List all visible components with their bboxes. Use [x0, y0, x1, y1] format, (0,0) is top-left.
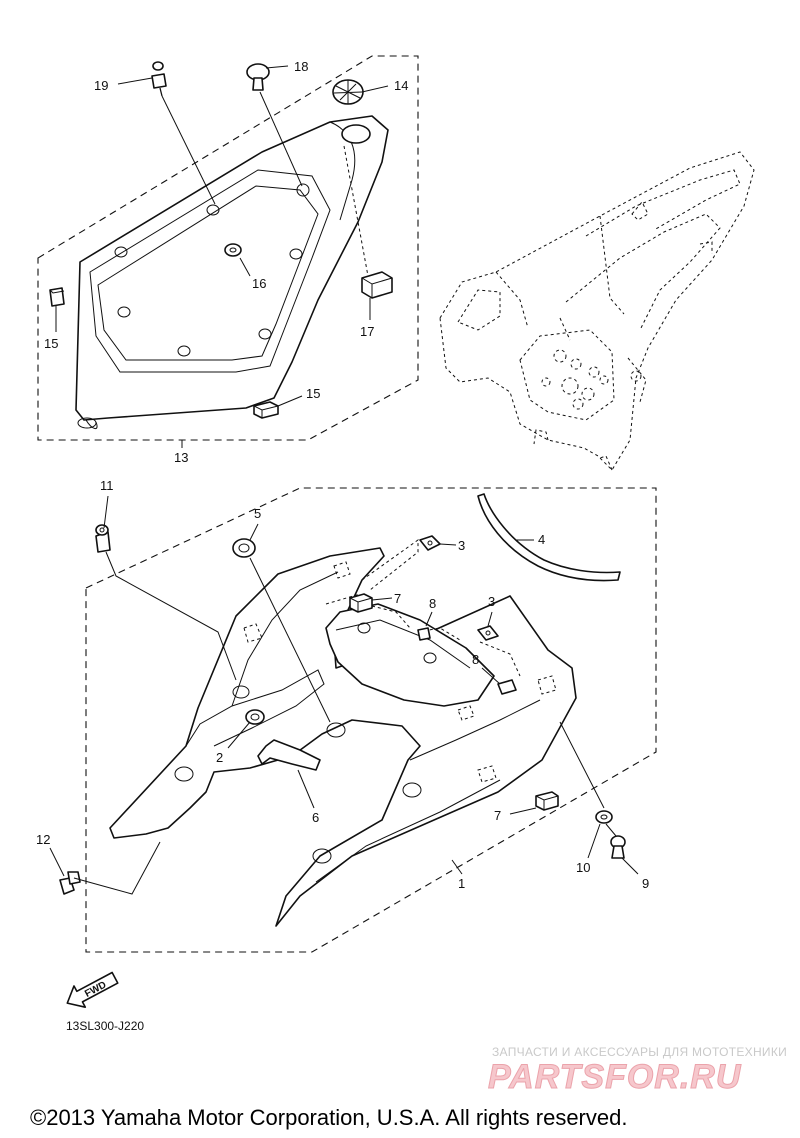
rear-frame-outline	[439, 151, 755, 471]
bolt-11	[95, 524, 111, 553]
watermark-tagline: ЗАПЧАСТИ И АКСЕССУАРЫ ДЛЯ МОТОТЕХНИКИ	[492, 1045, 787, 1059]
assembly-boundary-13	[37, 55, 419, 441]
washer-16	[224, 243, 242, 257]
callout-7-lower: 7	[494, 808, 501, 823]
callout-16: 16	[252, 276, 266, 291]
callout-9: 9	[642, 876, 649, 891]
side-cover-ridge	[185, 669, 325, 747]
damper-7-lower	[535, 791, 559, 811]
speed-nut-3-lower	[477, 625, 499, 641]
seat-cowling-tail-edge	[329, 121, 356, 221]
speed-nut-3-upper	[419, 535, 441, 551]
callout-6: 6	[312, 810, 319, 825]
callout-4: 4	[538, 532, 545, 547]
callout-14: 14	[394, 78, 408, 93]
callout-13: 13	[174, 450, 188, 465]
side-cover-assembly-group	[59, 487, 657, 953]
bolt-19	[151, 61, 167, 97]
callout-10: 10	[576, 860, 590, 875]
seat-cowling-inner-lip	[97, 185, 319, 361]
damper-7-upper	[349, 593, 373, 613]
clip-12	[59, 871, 81, 895]
grommet-14	[332, 79, 364, 105]
callout-5: 5	[254, 506, 261, 521]
callout-leaders	[49, 65, 639, 877]
damper-17	[361, 271, 393, 299]
grommet-5	[232, 538, 256, 558]
callout-8-upper: 8	[429, 596, 436, 611]
tail-hole	[341, 124, 371, 144]
side-cover-holes	[174, 685, 422, 864]
rear-frame-holes	[541, 349, 642, 410]
callout-19: 19	[94, 78, 108, 93]
copyright-notice: ©2013 Yamaha Motor Corporation, U.S.A. A…	[30, 1105, 627, 1130]
forward-direction-arrow: FWD	[66, 971, 119, 1008]
watermark: ЗАПЧАСТИ И АКСЕССУАРЫ ДЛЯ МОТОТЕХНИКИ PA…	[488, 1045, 787, 1097]
frame-mounting-holes	[114, 183, 310, 357]
callout-3-lower: 3	[488, 594, 495, 609]
seat-cowling-frame	[75, 115, 389, 421]
inner-bracket	[325, 603, 495, 707]
drawing-code: 13SL300-J220	[66, 1019, 144, 1033]
callout-15-right: 15	[306, 386, 320, 401]
callout-11: 11	[100, 478, 114, 493]
washer-10	[595, 810, 613, 824]
seat-cowling-inner-rim	[89, 169, 331, 373]
side-cover-main	[109, 547, 577, 927]
callout-7-upper: 7	[394, 591, 401, 606]
damper-15-right	[253, 401, 279, 419]
frame-foot	[77, 417, 97, 429]
callout-12: 12	[36, 832, 50, 847]
callout-1: 1	[458, 876, 465, 891]
damper-6	[257, 739, 321, 771]
damper-8-upper	[417, 627, 431, 641]
screw-9	[610, 835, 626, 859]
callout-8-lower: 8	[472, 652, 479, 667]
damper-15-left	[49, 287, 65, 307]
callout-2: 2	[216, 750, 223, 765]
rivet-18	[246, 63, 270, 91]
callout-numbers: 19 18 14 16 17 15 15 13 11 5 3 4 7 8 3 8…	[36, 59, 649, 891]
callout-17: 17	[360, 324, 374, 339]
seal-strip-4	[477, 493, 621, 582]
callout-3-upper: 3	[458, 538, 465, 553]
callout-18: 18	[294, 59, 308, 74]
callout-15-left: 15	[44, 336, 58, 351]
assembly-boundary-1	[85, 487, 657, 953]
washer-2	[245, 709, 265, 725]
damper-8-lower	[497, 679, 517, 695]
watermark-logo: PARTSFOR.RU	[488, 1058, 742, 1096]
seat-cowling-assembly-group	[37, 55, 419, 441]
fwd-arrow-icon	[66, 971, 119, 1008]
fwd-label: FWD	[83, 980, 108, 1000]
